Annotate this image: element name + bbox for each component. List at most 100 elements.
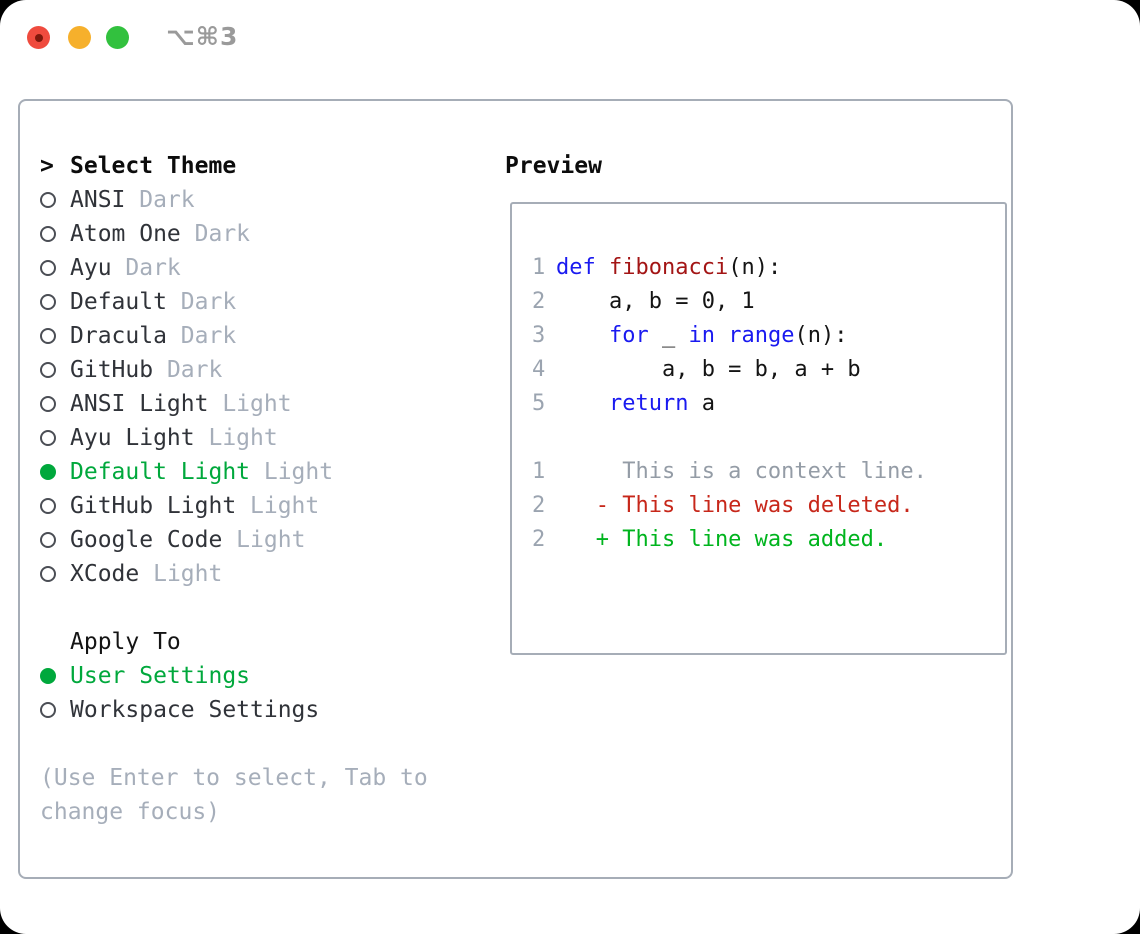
theme-variant: Light	[236, 493, 320, 519]
radio-selected-icon	[40, 464, 56, 480]
code-token: in	[688, 323, 715, 348]
line-number: 1	[532, 459, 546, 484]
theme-name: Default	[70, 289, 167, 315]
code-token: _	[648, 323, 689, 348]
theme-variant: Dark	[153, 357, 223, 383]
radio-icon	[40, 192, 56, 208]
code-line: 3 for _ in range(n):	[532, 319, 1005, 353]
code-token: for	[608, 323, 649, 348]
spacer	[40, 727, 428, 761]
code-line: 5 return a	[532, 387, 1005, 421]
theme-item-dracula-dark[interactable]: Dracula Dark	[40, 319, 428, 353]
caret-icon: >	[40, 153, 54, 179]
code-token: - This line was deleted.	[556, 493, 914, 518]
code-token: a	[688, 391, 715, 416]
radio-icon	[40, 226, 56, 242]
theme-name: GitHub	[70, 357, 154, 383]
code-token: (n):	[794, 323, 848, 348]
theme-variant: Light	[194, 425, 278, 451]
theme-variant: Dark	[180, 221, 251, 247]
theme-item-default-light-light[interactable]: Default Light Light	[40, 455, 428, 489]
select-theme-title: Select Theme	[70, 153, 237, 179]
line-number: 2	[532, 527, 546, 552]
theme-variant: Dark	[166, 289, 237, 315]
apply-to-title: Apply To	[70, 629, 181, 655]
theme-variant: Light	[139, 561, 223, 587]
theme-variant: Dark	[125, 187, 195, 213]
code-line: 1 This is a context line.	[532, 455, 1005, 489]
keyboard-shortcut-label: ⌥⌘3	[166, 22, 239, 51]
code-token: + This line was added.	[556, 527, 888, 552]
theme-name: Atom One	[70, 221, 181, 247]
theme-item-ansi-light-light[interactable]: ANSI Light Light	[40, 387, 428, 421]
help-text-line-1: (Use Enter to select, Tab to	[40, 765, 428, 791]
theme-item-default-dark[interactable]: Default Dark	[40, 285, 428, 319]
theme-item-github-dark[interactable]: GitHub Dark	[40, 353, 428, 387]
theme-item-atom-one-dark[interactable]: Atom One Dark	[40, 217, 428, 251]
theme-variant: Light	[208, 391, 292, 417]
theme-variant: Dark	[111, 255, 181, 281]
theme-item-ayu-light-light[interactable]: Ayu Light Light	[40, 421, 428, 455]
theme-item-ansi-dark[interactable]: ANSI Dark	[40, 183, 428, 217]
code-line: 2 a, b = 0, 1	[532, 285, 1005, 319]
theme-item-ayu-dark[interactable]: Ayu Dark	[40, 251, 428, 285]
theme-variant: Dark	[166, 323, 237, 349]
preview-title: Preview	[505, 153, 602, 179]
code-token: range	[728, 323, 795, 348]
code-token	[556, 323, 609, 348]
radio-icon	[40, 328, 56, 344]
theme-item-xcode-light[interactable]: XCode Light	[40, 557, 428, 591]
theme-item-github-light-light[interactable]: GitHub Light Light	[40, 489, 428, 523]
radio-icon	[40, 362, 56, 378]
apply-option-label: Workspace Settings	[70, 697, 320, 723]
code-token: def	[556, 255, 596, 280]
theme-name: Default Light	[70, 459, 251, 485]
radio-icon	[40, 498, 56, 514]
apply-to-header: Apply To	[40, 625, 428, 659]
radio-icon	[40, 396, 56, 412]
code-token: This is a context line.	[556, 459, 927, 484]
help-text-line-2: change focus)	[40, 799, 221, 825]
code-line: 1 def fibonacci(n):	[532, 251, 1005, 285]
code-token: (n):	[728, 255, 782, 280]
line-number: 5	[532, 391, 546, 416]
radio-icon	[40, 260, 56, 276]
theme-variant: Light	[222, 527, 306, 553]
theme-variant: Light	[250, 459, 334, 485]
theme-name: GitHub Light	[70, 493, 237, 519]
code-token: return	[608, 391, 689, 416]
minimize-button[interactable]	[68, 26, 91, 49]
code-token	[596, 255, 609, 280]
theme-name: Google Code	[70, 527, 223, 553]
code-token: a, b = 0, 1	[556, 289, 755, 314]
apply-option-user-settings[interactable]: User Settings	[40, 659, 428, 693]
theme-name: ANSI Light	[70, 391, 209, 417]
code-token: fibonacci	[609, 255, 729, 280]
line-number: 4	[532, 357, 546, 382]
radio-icon	[40, 430, 56, 446]
radio-icon	[40, 532, 56, 548]
code-line: 2 - This line was deleted.	[532, 489, 1005, 523]
line-number: 1	[532, 255, 546, 280]
code-token	[556, 391, 609, 416]
code-line	[532, 421, 1005, 455]
line-number: 3	[532, 323, 546, 348]
apply-option-label: User Settings	[70, 663, 251, 689]
code-line: 4 a, b = b, a + b	[532, 353, 1005, 387]
select-theme-header: > Select Theme	[40, 149, 428, 183]
theme-name: Ayu	[70, 255, 112, 281]
code-token	[715, 323, 728, 348]
code-line: 2 + This line was added.	[532, 523, 1005, 557]
code-token: a, b = b, a + b	[556, 357, 861, 382]
zoom-button[interactable]	[106, 26, 129, 49]
close-dot-icon	[35, 34, 43, 42]
close-button[interactable]	[27, 26, 50, 49]
theme-item-google-code-light[interactable]: Google Code Light	[40, 523, 428, 557]
theme-name: Dracula	[70, 323, 167, 349]
apply-option-workspace-settings[interactable]: Workspace Settings	[40, 693, 428, 727]
